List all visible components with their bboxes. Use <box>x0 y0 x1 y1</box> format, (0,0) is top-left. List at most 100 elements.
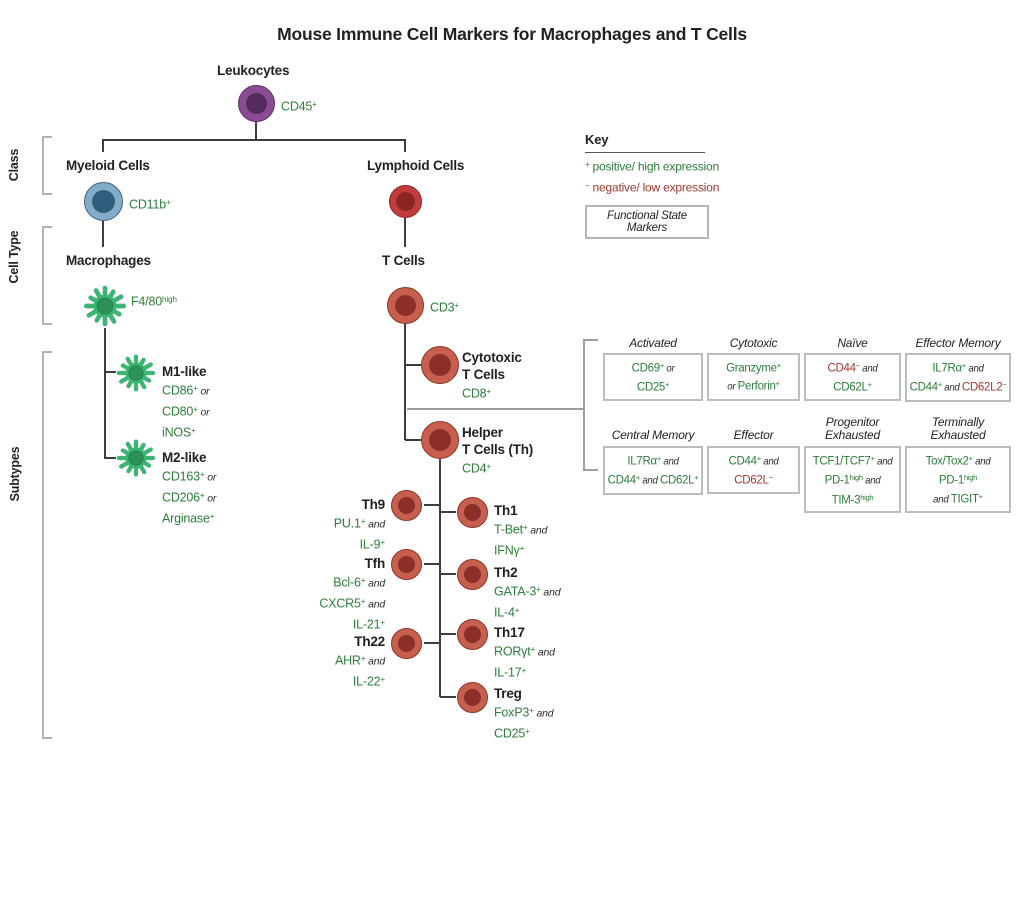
fs-marker-line: CD44+ and CD62L2− <box>909 380 1007 394</box>
leukocyte-cell-icon <box>238 85 275 122</box>
th2-marker-line: GATA-3+ and <box>494 584 561 599</box>
functional-state-box: CD44− and CD62L+ <box>804 353 901 401</box>
th1-marker-line: IFNγ+ <box>494 543 525 558</box>
helper-label-line1: Helper <box>462 425 503 440</box>
th22-label: Th22 <box>354 634 385 649</box>
functional-state-terminally-exhausted: Terminally Exhausted Tox/Tox2+ and PD-1h… <box>905 414 1011 514</box>
tfh-marker-line: CXCR5+ and <box>319 596 385 611</box>
functional-state-label: Effector Memory <box>915 335 1001 350</box>
m1-marker-line: CD80+ or <box>162 404 210 419</box>
th1-label: Th1 <box>494 503 518 518</box>
treg-marker-line: CD25+ <box>494 726 530 741</box>
functional-state-box: CD69+ or CD25+ <box>603 353 703 401</box>
leukocytes-label: Leukocytes <box>217 63 290 78</box>
functional-state-box: Tox/Tox2+ and PD-1high and TIGIT+ <box>905 445 1011 514</box>
tfh-label: Tfh <box>364 556 386 571</box>
m2-block: M2-like CD163+ or CD206+ or Arginase+ <box>162 449 216 529</box>
tfh-block: Tfh Bcl-6+ and CXCR5+ and IL-21+ <box>319 555 385 635</box>
tcells-marker: CD3+ <box>430 300 460 315</box>
th1-cell-icon <box>457 497 488 528</box>
treg-label: Treg <box>494 686 522 701</box>
tfh-marker-line: Bcl-6+ and <box>333 575 385 590</box>
fs-marker-line: CD69+ or <box>631 361 675 375</box>
tcells-label: T Cells <box>382 253 425 268</box>
side-label-class: Class <box>7 148 21 182</box>
m1-marker-line: iNOS+ <box>162 426 196 441</box>
macrophages-marker: F4/80high <box>131 294 177 309</box>
functional-state-label: Central Memory <box>611 428 695 443</box>
cytotoxic-label-line1: Cytotoxic <box>462 350 522 365</box>
functional-state-label: Effector <box>733 428 774 443</box>
side-label-subtypes: Subtypes <box>8 446 22 502</box>
cytotoxic-marker: CD8+ <box>462 386 492 401</box>
leukocytes-marker: CD45+ <box>281 99 317 114</box>
fs-marker-line: CD44+ and CD62L+ <box>607 473 699 487</box>
treg-block: Treg FoxP3+ and CD25+ <box>494 685 554 743</box>
key-negative-line: − negative/ low expression <box>585 180 720 195</box>
th17-marker-line: IL-17+ <box>494 665 527 680</box>
m2-marker-line: CD163+ or <box>162 469 217 484</box>
th9-marker-line: PU.1+ and <box>333 516 385 531</box>
functional-state-progenitor-exhausted: Progenitor Exhausted TCF1/TCF7+ and PD-1… <box>804 414 901 514</box>
m1-label: M1-like <box>162 364 207 379</box>
myeloid-cell-icon <box>84 182 123 221</box>
key-positive-line: + positive/ high expression <box>585 159 719 174</box>
helper-label-line2: T Cells (Th) <box>462 442 534 457</box>
th2-cell-icon <box>457 559 488 590</box>
functional-state-cytotoxic: Cytotoxic Granzyme+ or Perforin+ <box>707 334 800 401</box>
key-panel: Key + positive/ high expression − negati… <box>585 132 720 240</box>
functional-state-label: Terminally Exhausted <box>930 414 986 443</box>
treg-marker-line: FoxP3+ and <box>494 705 554 720</box>
th9-block: Th9 PU.1+ and IL-9+ <box>334 496 385 554</box>
bracket-cell-type <box>42 226 52 325</box>
tfh-cell-icon <box>391 549 422 580</box>
myeloid-marker: CD11b+ <box>129 197 171 212</box>
functional-state-label: Naïve <box>837 335 868 350</box>
myeloid-cells-label: Myeloid Cells <box>66 158 150 173</box>
m1-block: M1-like CD86+ or CD80+ or iNOS+ <box>162 363 210 443</box>
m2-marker-line: Arginase+ <box>162 512 215 527</box>
m2-macrophage-cell-icon <box>116 439 156 477</box>
th1-marker-line: T-Bet+ and <box>494 522 548 537</box>
th9-marker-line: IL-9+ <box>359 537 386 552</box>
bracket-class <box>42 136 52 195</box>
th17-label: Th17 <box>494 625 525 640</box>
fs-marker-line: CD44− and <box>827 361 878 375</box>
functional-state-label: Progenitor Exhausted <box>825 414 880 443</box>
cytotoxic-tcell-icon <box>421 346 459 384</box>
fs-marker-line: and TIGIT+ <box>933 491 983 506</box>
tfh-marker-line: IL-21+ <box>352 618 385 633</box>
m1-marker-line: CD86+ or <box>162 383 210 398</box>
fs-marker-line: IL7Rα+ and <box>627 453 679 468</box>
lymphoid-cells-label: Lymphoid Cells <box>367 158 465 173</box>
functional-state-label: Activated <box>629 335 677 350</box>
m1-macrophage-cell-icon <box>116 354 156 392</box>
th2-marker-line: IL-4+ <box>494 605 520 620</box>
functional-state-effector-memory: Effector Memory IL7Rα+ and CD44+ and CD6… <box>905 334 1011 402</box>
treg-cell-icon <box>457 682 488 713</box>
tcell-cell-icon <box>387 287 424 324</box>
functional-state-box: IL7Rα+ and CD44+ and CD62L+ <box>603 445 703 495</box>
connector-macrophage-subtypes <box>104 328 116 459</box>
macrophages-label: Macrophages <box>66 253 151 268</box>
connector-leukocytes-split <box>102 122 406 152</box>
fs-marker-line: CD62L− <box>734 473 773 487</box>
functional-state-naive: Naïve CD44− and CD62L+ <box>804 334 901 401</box>
fs-marker-line: TIM-3high <box>831 492 874 507</box>
m2-label: M2-like <box>162 450 207 465</box>
functional-state-box: TCF1/TCF7+ and PD-1high and TIM-3high <box>804 445 901 514</box>
key-title: Key <box>585 132 705 153</box>
th17-cell-icon <box>457 619 488 650</box>
th17-block: Th17 RORγt+ and IL-17+ <box>494 624 555 682</box>
lymphoid-cell-icon <box>389 185 422 218</box>
th17-marker-line: RORγt+ and <box>494 644 555 659</box>
th22-cell-icon <box>391 628 422 659</box>
diagram-title: Mouse Immune Cell Markers for Macrophage… <box>277 24 747 44</box>
th1-block: Th1 T-Bet+ and IFNγ+ <box>494 502 547 560</box>
functional-state-box: IL7Rα+ and CD44+ and CD62L2− <box>905 353 1011 402</box>
functional-state-label: Cytotoxic <box>729 335 778 350</box>
connector-helper-subsets <box>424 459 456 698</box>
key-functional-state-box: Functional State Markers <box>585 205 709 240</box>
